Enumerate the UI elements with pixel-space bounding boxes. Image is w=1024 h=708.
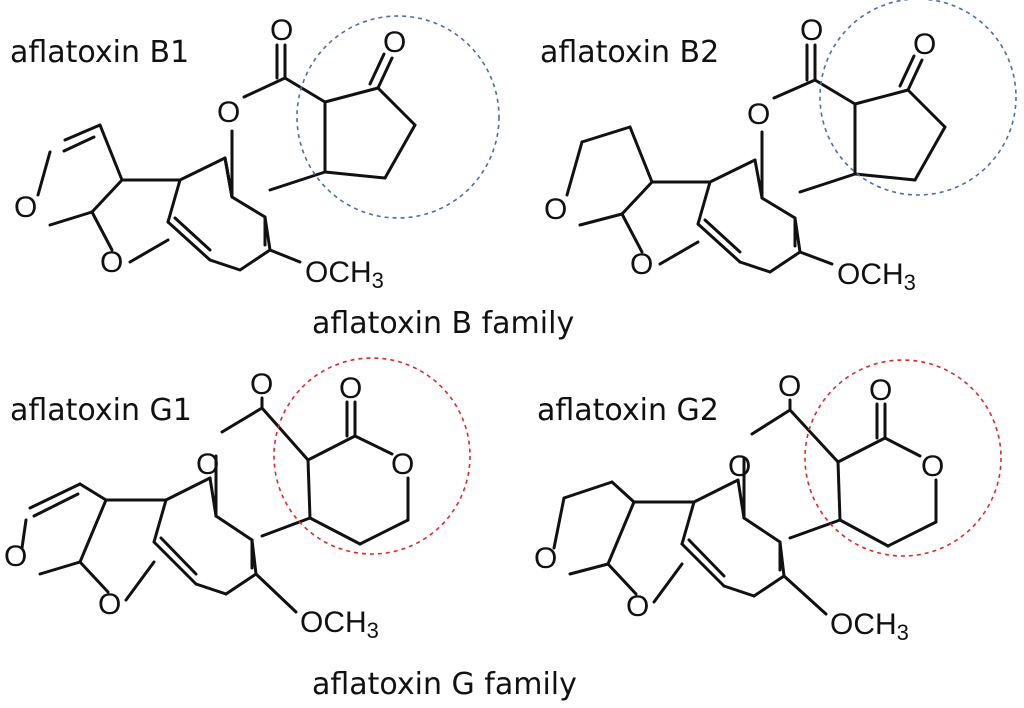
oxygen-atom: O [100,246,123,279]
highlight-circle [804,359,1002,557]
oxygen-atom: O [383,26,406,59]
oxygen-atom: O [339,372,362,405]
oxygen-atom: O [728,450,751,483]
structure-aflatoxin-b1: aflatoxin B1 [10,14,500,293]
oxygen-atom: O [217,96,240,129]
bond-skeleton [565,43,947,274]
structure-title: aflatoxin B1 [10,35,189,70]
highlight-circle [819,0,1017,196]
bond-skeleton [552,398,938,616]
oxygen-atom: O [921,450,944,483]
methoxy-label: OCH3 [305,256,384,293]
oxygen-atom: O [270,14,293,47]
oxygen-atom: O [196,448,219,481]
structure-aflatoxin-g2: aflatoxin G2 [534,359,1002,645]
methoxy-label: OCH3 [837,258,916,295]
oxygen-atom: O [544,193,567,226]
oxygen-atom: O [14,191,37,224]
oxygen-atom: O [778,370,801,403]
structure-title: aflatoxin G2 [537,393,719,428]
oxygen-atom: O [534,542,557,575]
oxygen-atom: O [391,448,414,481]
oxygen-atom: O [250,368,273,401]
methoxy-label: OCH3 [300,606,379,643]
family-label-g: aflatoxin G family [312,667,577,702]
structure-aflatoxin-g1: aflatoxin G1 [4,357,471,643]
structure-aflatoxin-b2: aflatoxin B2 [540,0,1017,295]
bond-skeleton [20,396,410,614]
bond-skeleton [36,43,417,272]
oxygen-atom: O [626,590,649,623]
oxygen-atom: O [913,28,936,61]
oxygen-atom: O [4,540,27,573]
structure-title: aflatoxin B2 [540,35,719,70]
structure-title: aflatoxin G1 [10,393,192,428]
oxygen-atom: O [800,14,823,47]
oxygen-atom: O [747,98,770,131]
oxygen-atom: O [630,248,653,281]
highlight-circle [273,357,471,555]
family-label-b: aflatoxin B family [312,306,574,341]
highlight-circle [296,15,500,219]
methoxy-label: OCH3 [830,608,909,645]
oxygen-atom: O [98,588,121,621]
oxygen-atom: O [869,374,892,407]
